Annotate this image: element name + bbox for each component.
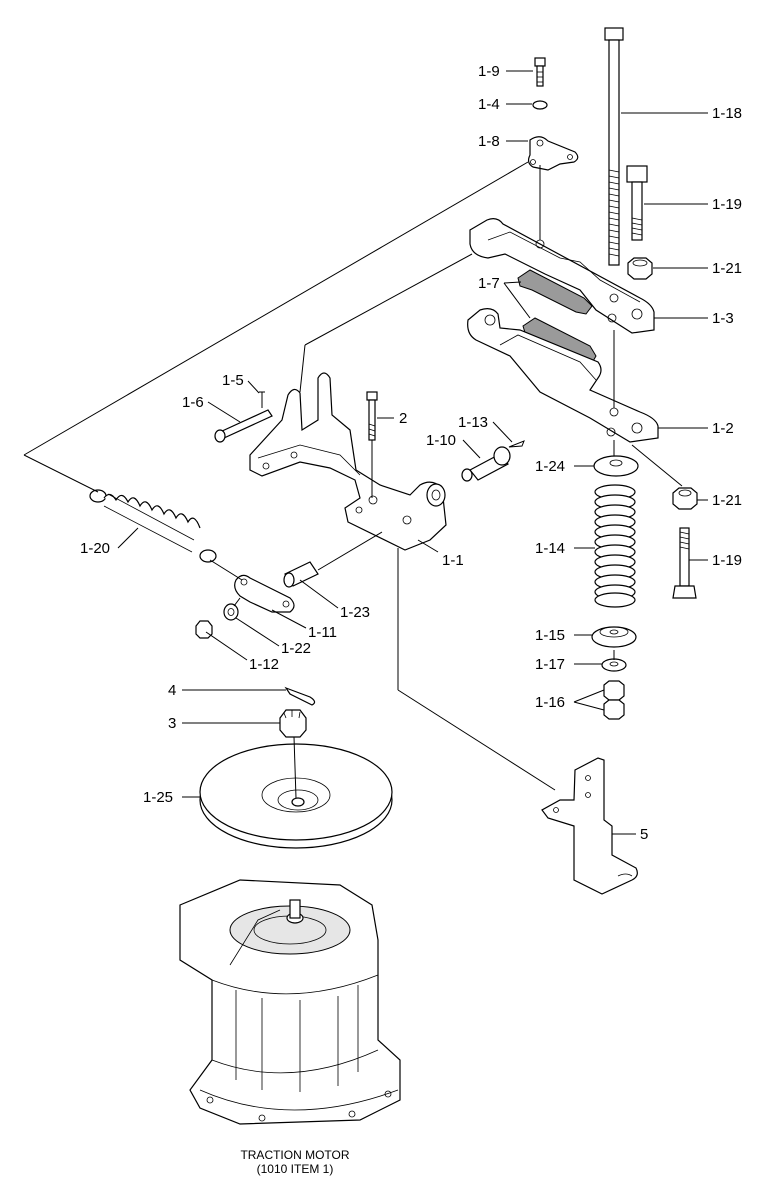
part-1-1-base-bracket — [249, 372, 447, 551]
label-1-15: 1-15 — [535, 627, 565, 644]
part-1-15-cup-washer — [591, 626, 637, 648]
label-1-23: 1-23 — [340, 604, 370, 621]
part-3-castle-nut — [279, 709, 307, 738]
label-1-19-lower: 1-19 — [712, 552, 742, 569]
part-1-21-nut-upper — [627, 257, 653, 280]
part-1-12-nut — [195, 620, 213, 639]
part-1-8-plate — [527, 136, 579, 171]
label-1-13: 1-13 — [458, 414, 488, 431]
label-1-8: 1-8 — [478, 133, 500, 150]
part-1-21-nut-lower — [672, 487, 698, 510]
part-1-22-washer — [223, 603, 239, 621]
label-1-7: 1-7 — [478, 275, 500, 292]
part-1-6-clevis-pin — [214, 409, 273, 443]
label-1-17: 1-17 — [535, 656, 565, 673]
label-1-20: 1-20 — [80, 540, 110, 557]
label-1-24: 1-24 — [535, 458, 565, 475]
part-1-4-washer — [532, 100, 548, 110]
label-5: 5 — [640, 826, 648, 843]
label-1-3: 1-3 — [712, 310, 734, 327]
part-1-10-pivot-pin — [461, 446, 511, 482]
label-3: 3 — [168, 715, 176, 732]
caption-line-2: (1010 ITEM 1) — [257, 1162, 334, 1176]
label-1-18: 1-18 — [712, 105, 742, 122]
part-4-cotter-pin — [284, 686, 316, 706]
label-1-14: 1-14 — [535, 540, 565, 557]
part-1-16-nuts — [603, 680, 625, 720]
label-1-11: 1-11 — [308, 624, 337, 641]
label-4: 4 — [168, 682, 176, 699]
label-1-21-upper: 1-21 — [712, 260, 742, 277]
assembly-lines — [23, 161, 683, 799]
callout-labels: 1-9 1-4 1-8 1-18 1-19 1-21 1-7 1-3 1-5 1… — [80, 63, 742, 1176]
part-2-bolt — [366, 391, 378, 441]
label-1-12: 1-12 — [249, 656, 279, 673]
label-1-2: 1-2 — [712, 420, 734, 437]
part-1-18-long-bolt — [604, 27, 624, 266]
label-1-1: 1-1 — [442, 552, 464, 569]
traction-motor — [179, 879, 401, 1125]
part-1-20-spring — [89, 489, 217, 563]
label-1-25: 1-25 — [143, 789, 173, 806]
label-1-19-upper: 1-19 — [712, 196, 742, 213]
part-1-19-bolt-upper — [626, 165, 648, 241]
part-1-19-bolt-lower — [672, 527, 697, 599]
label-2: 2 — [399, 410, 407, 427]
part-1-24-washer — [593, 455, 639, 477]
label-1-10: 1-10 — [426, 432, 456, 449]
label-1-9: 1-9 — [478, 63, 500, 80]
caption-line-1: TRACTION MOTOR — [240, 1148, 349, 1162]
part-1-13-cotter-pin — [508, 440, 525, 448]
part-1-17-washer — [601, 658, 627, 672]
label-1-6: 1-6 — [182, 394, 204, 411]
part-1-9-bolt — [534, 57, 546, 87]
label-1-4: 1-4 — [478, 96, 500, 113]
label-1-5: 1-5 — [222, 372, 244, 389]
part-1-11-link-plate — [234, 574, 295, 613]
part-1-23-bushing — [283, 561, 319, 588]
part-1-2-lower-arm — [467, 308, 659, 443]
part-1-5-pin — [259, 391, 265, 408]
callout-leaders — [117, 70, 708, 835]
part-5-mounting-bracket — [541, 757, 638, 895]
label-1-22: 1-22 — [281, 640, 311, 657]
part-1-14-spring — [594, 484, 636, 608]
label-1-16: 1-16 — [535, 694, 565, 711]
label-1-21-lower: 1-21 — [712, 492, 742, 509]
